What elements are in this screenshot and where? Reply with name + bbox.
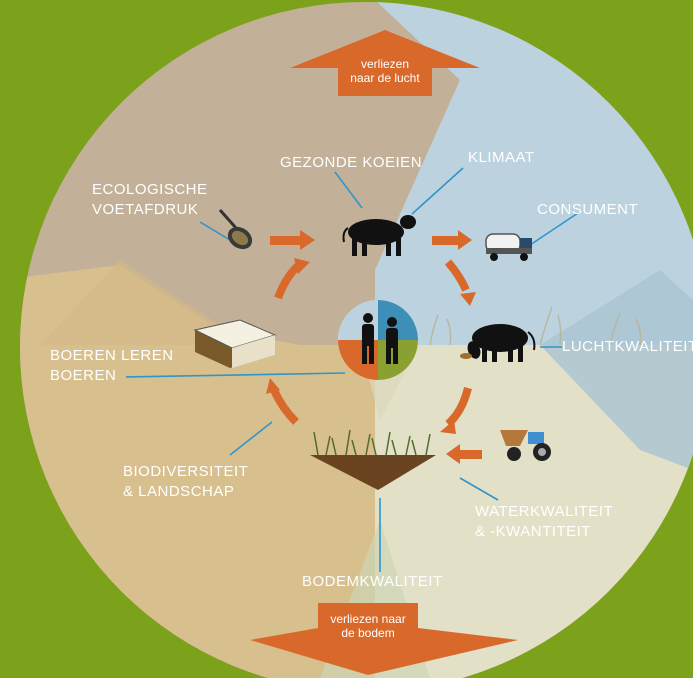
label-biodiversiteit-line1: BIODIVERSITEIT — [123, 463, 249, 480]
bottom-arrow-label-line1: verliezen naar — [330, 612, 406, 626]
scoop-icon — [218, 209, 253, 250]
label-consument: CONSUMENT — [537, 201, 639, 218]
farmers-icon — [338, 300, 418, 380]
label-bodemkwaliteit: BODEMKWALITEIT — [302, 573, 443, 590]
label-waterkwaliteit-kwantiteit: WATERKWALITEIT & -KWANTITEIT — [475, 502, 613, 542]
label-gezonde-koeien: GEZONDE KOEIEN — [280, 154, 423, 171]
label-biodiversiteit-line2: & LANDSCHAP — [123, 483, 235, 500]
bottom-arrow-label-line2: de bodem — [341, 626, 395, 640]
bottom-arrow — [250, 603, 518, 675]
label-water-line2: & -KWANTITEIT — [475, 523, 591, 540]
label-ecologische-line1: ECOLOGISCHE — [92, 181, 208, 198]
label-biodiversiteit-landschap: BIODIVERSITEIT & LANDSCHAP — [123, 462, 248, 502]
label-klimaat: KLIMAAT — [468, 149, 535, 166]
top-arrow — [290, 30, 480, 96]
label-boeren-line1: BOEREN LEREN — [50, 347, 174, 364]
label-boeren-line2: BOEREN — [50, 367, 117, 384]
label-ecologische-line2: VOETAFDRUK — [92, 201, 199, 218]
grazing-cow-icon — [460, 324, 536, 362]
manure-spreader-tractor-icon — [500, 430, 551, 461]
cow-icon — [342, 215, 416, 256]
label-boeren-leren-boeren: BOEREN LEREN BOEREN — [50, 346, 174, 386]
bottom-arrow-label: verliezen naar de bodem — [318, 612, 418, 640]
milk-truck-icon — [485, 233, 532, 261]
label-ecologische-voetafdruk: ECOLOGISCHE VOETAFDRUK — [92, 180, 208, 220]
cheese-icon — [193, 319, 277, 368]
top-arrow-label-line1: verliezen — [360, 57, 410, 71]
label-water-line1: WATERKWALITEIT — [475, 503, 614, 520]
horizon-grass — [429, 306, 642, 346]
cycle-arrowheads — [266, 258, 476, 434]
landscape-shape-left — [40, 260, 250, 345]
top-arrow-label: verliezen naar de lucht — [338, 57, 432, 85]
top-arrow-label-line2: naar de lucht — [350, 71, 420, 85]
landscape-shape-right — [540, 270, 693, 470]
soil-grass-icon — [310, 429, 436, 490]
cycle-arrows — [270, 230, 482, 464]
pointer-lines — [125, 167, 579, 572]
label-luchtkwaliteit: LUCHTKWALITEIT — [562, 338, 693, 355]
